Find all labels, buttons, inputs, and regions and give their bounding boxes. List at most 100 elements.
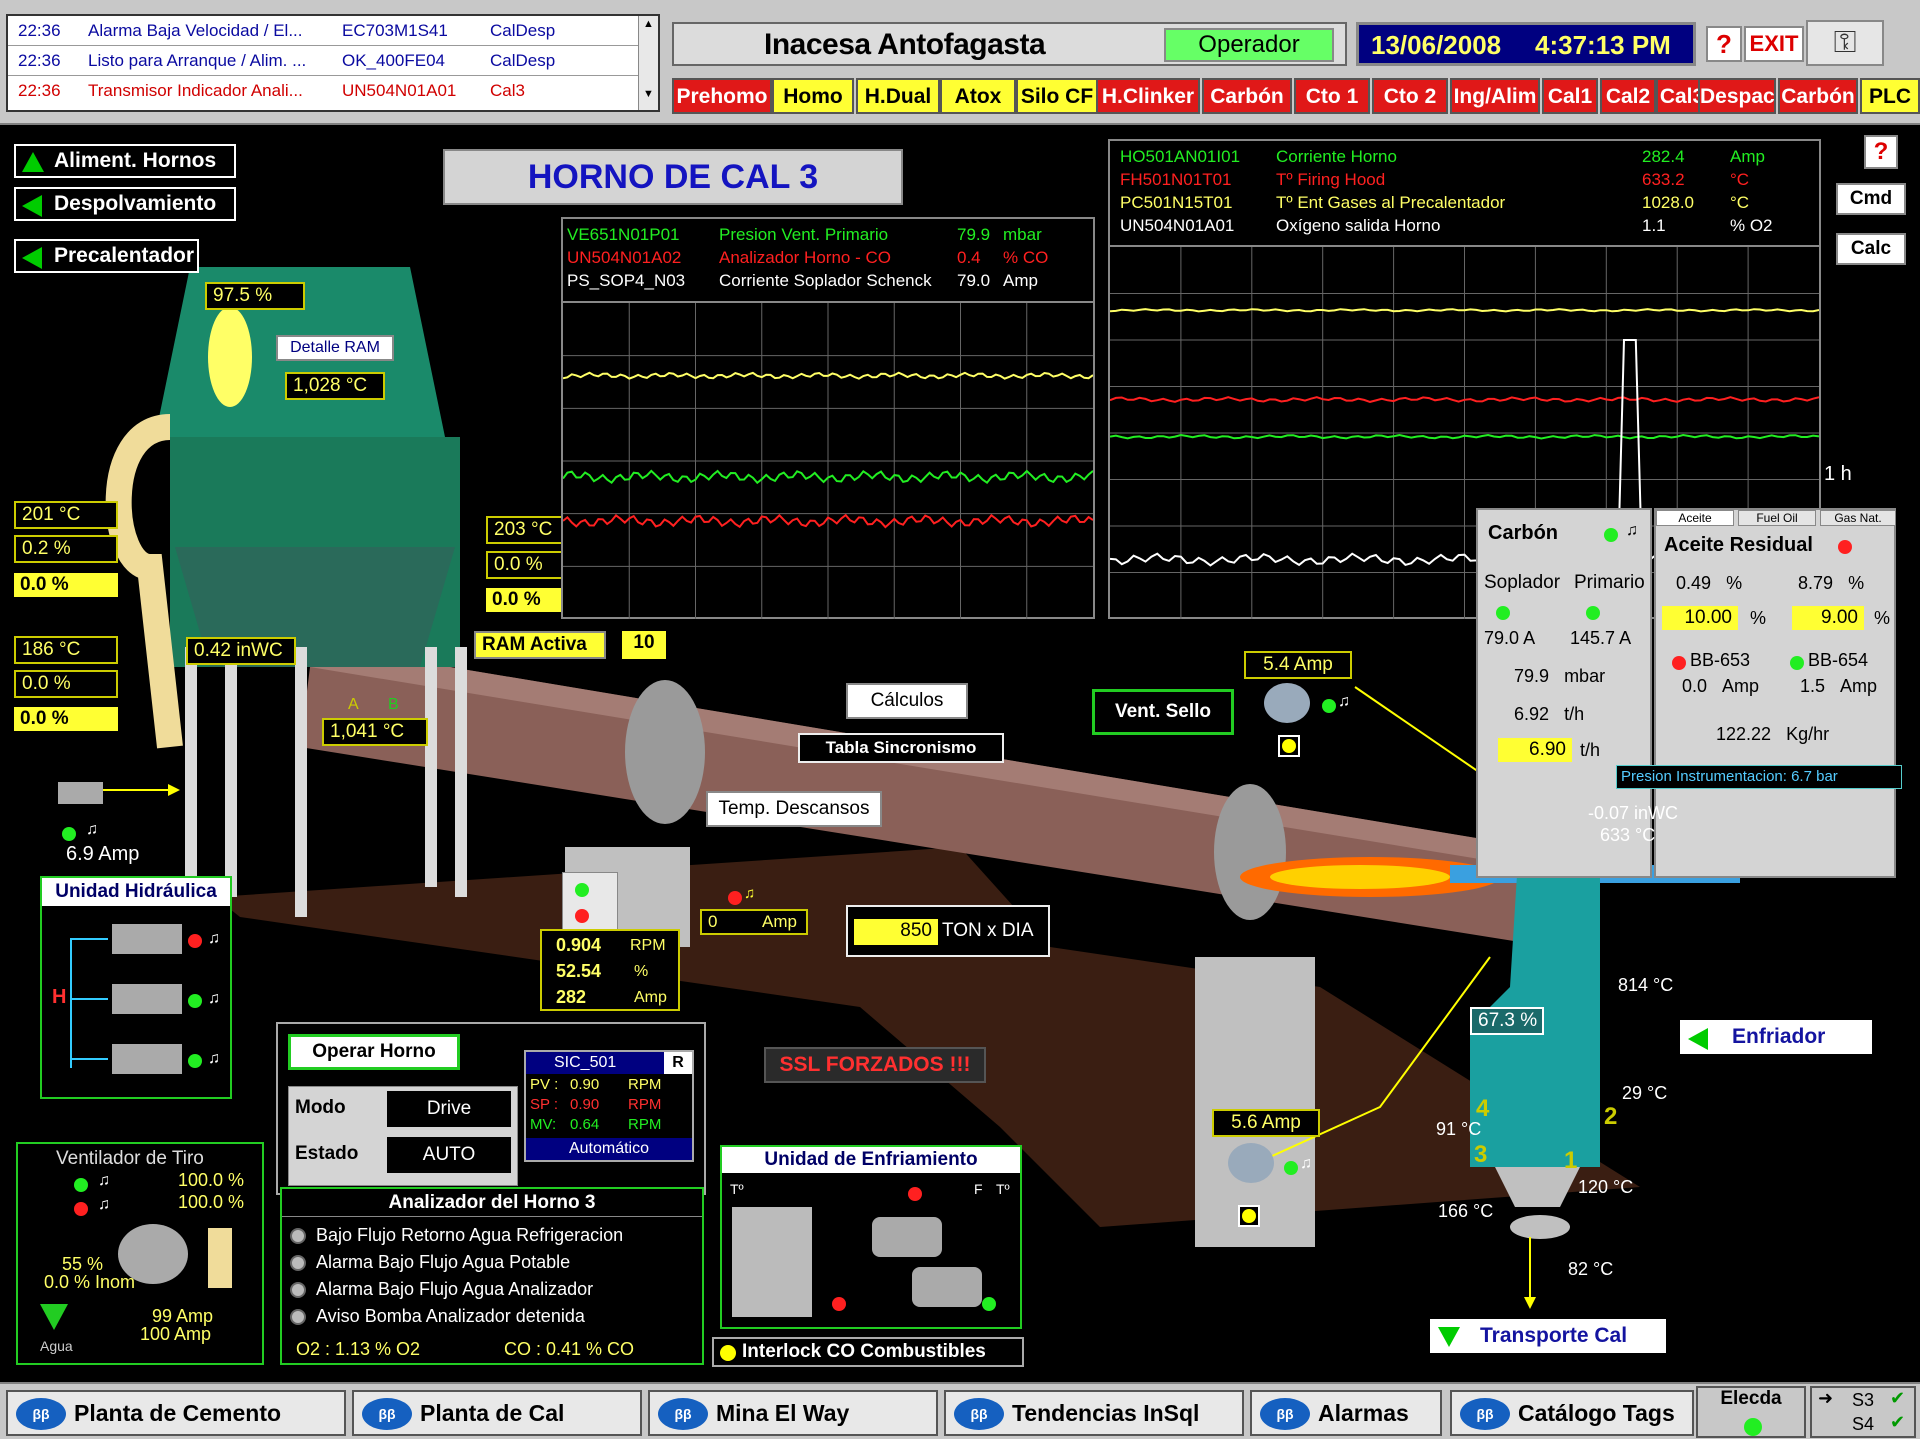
nav-despac[interactable]: Despac — [1698, 78, 1776, 114]
nav-ing-alim[interactable]: Ing/Alim — [1450, 78, 1540, 114]
small-trend-plot[interactable] — [562, 301, 1094, 619]
calc-button[interactable]: Calc — [1836, 233, 1906, 265]
interlock-co-button[interactable]: Interlock CO Combustibles — [712, 1337, 1024, 1367]
vent-sello-button[interactable]: Vent. Sello — [1092, 689, 1234, 735]
trend-desc: Tº Firing Hood — [1276, 170, 1386, 189]
nav-carb-n[interactable]: Carbón — [1202, 78, 1292, 114]
alarm-row[interactable]: 22:36 Listo para Arranque / Alim. ... OK… — [8, 46, 638, 76]
soplador-label: Soplador — [1484, 572, 1561, 593]
seal-fan-icon[interactable] — [1264, 683, 1310, 723]
alarm-list[interactable]: 22:36 Alarma Baja Velocidad / El... EC70… — [6, 14, 660, 112]
draft-fan-icon[interactable] — [118, 1224, 188, 1284]
trend-unit: mbar — [1003, 225, 1042, 244]
alarm-scrollbar[interactable]: ▲ ▼ — [638, 16, 658, 110]
amp-value: 282 — [556, 987, 587, 1007]
th-setpoint-input[interactable]: 6.90 — [1498, 738, 1572, 762]
precalentador-button[interactable]: Precalentador — [14, 239, 199, 273]
estado-value[interactable]: AUTO — [387, 1137, 511, 1173]
ventilador-panel[interactable]: Ventilador de Tiro 100.0 % 100.0 % ♫ ♫ 5… — [16, 1142, 264, 1365]
ram-activa-label: RAM Activa — [474, 631, 606, 659]
trend-span-label: 1 h — [1824, 463, 1852, 485]
ventilador-pct: 55 % — [62, 1254, 104, 1274]
cooling-pump-icon[interactable] — [912, 1267, 982, 1307]
transporte-cal-button[interactable]: Transporte Cal — [1430, 1319, 1666, 1353]
status-dot — [575, 883, 589, 897]
alarm-row[interactable]: 22:36 Transmisor Indicador Anali... UN50… — [8, 76, 638, 106]
nav-atox[interactable]: Atox — [940, 78, 1016, 114]
help-button-2[interactable]: ? — [1864, 135, 1898, 169]
alarm-item-label: Aviso Bomba Analizador detenida — [316, 1306, 585, 1326]
modo-value[interactable]: Drive — [387, 1091, 511, 1127]
enfriamiento-title: Unidad de Enfriamiento — [722, 1147, 1020, 1173]
aceite-setpoint-2[interactable]: 9.00 — [1792, 606, 1864, 630]
nav-cal1[interactable]: Cal1 — [1542, 78, 1598, 114]
ventilador-v2: 100.0 % — [178, 1192, 245, 1212]
tab-gas-nat[interactable]: Gas Nat. — [1820, 510, 1896, 526]
elecda-indicator[interactable]: Elecda — [1696, 1386, 1806, 1438]
sic-controller[interactable]: SIC_501 R PV : 0.90 RPM SP : 0.90 RPM MV… — [524, 1050, 694, 1162]
analizador-panel[interactable]: Analizador del Horno 3 Bajo Flujo Retorn… — [280, 1187, 704, 1365]
cooling-pump-icon[interactable] — [872, 1217, 942, 1257]
ssl-forzados-alert[interactable]: SSL FORZADOS !!! — [764, 1047, 986, 1083]
signal-line — [1269, 956, 1491, 1158]
analizador-o2: O2 : 1.13 % O2 — [296, 1339, 421, 1359]
despolvamiento-button[interactable]: Despolvamiento — [14, 187, 236, 221]
cmd-button[interactable]: Cmd — [1836, 183, 1906, 215]
nav-plc[interactable]: PLC — [1860, 78, 1920, 114]
nav-cto-1[interactable]: Cto 1 — [1294, 78, 1370, 114]
time-display: 4:37:13 PM — [1535, 30, 1671, 60]
bell-icon: ♫ — [98, 1196, 110, 1213]
nav-cto-2[interactable]: Cto 2 — [1372, 78, 1448, 114]
hidraulica-h: H — [52, 986, 67, 1008]
scroll-up-icon[interactable]: ▲ — [643, 18, 654, 30]
nav-prehomo[interactable]: Prehomo — [672, 78, 772, 114]
support-leg — [295, 647, 307, 917]
key-icon[interactable]: ⚿ — [1806, 20, 1884, 66]
tab-aceite[interactable]: Aceite — [1656, 510, 1734, 526]
pump-icon[interactable] — [112, 924, 182, 954]
help-button[interactable]: ? — [1706, 26, 1742, 62]
pump-icon[interactable] — [112, 1044, 182, 1074]
heat-exchanger-icon[interactable] — [732, 1207, 812, 1317]
page-title: HORNO DE CAL 3 — [443, 149, 903, 205]
pump-icon[interactable] — [112, 984, 182, 1014]
scroll-down-icon[interactable]: ▼ — [643, 88, 654, 100]
detalle-ram-button[interactable]: Detalle RAM — [276, 335, 394, 361]
tabla-sincronismo-button[interactable]: Tabla Sincronismo — [798, 733, 1004, 763]
nav-silo-cf[interactable]: Silo CF — [1016, 78, 1098, 114]
nav-carb-n[interactable]: Carbón — [1778, 78, 1858, 114]
temp-descansos-button[interactable]: Temp. Descansos — [706, 791, 882, 827]
exit-button[interactable]: EXIT — [1744, 26, 1804, 62]
nav-h-clinker[interactable]: H.Clinker — [1096, 78, 1200, 114]
enfriamiento-panel[interactable]: Unidad de Enfriamiento Tº F Tº — [720, 1145, 1022, 1329]
nav-cal2[interactable]: Cal2 — [1600, 78, 1656, 114]
alarm-row[interactable]: 22:36 Alarma Baja Velocidad / El... EC70… — [8, 16, 638, 46]
aceite-setpoint-1[interactable]: 10.00 — [1662, 606, 1738, 630]
trend-desc: Tº Ent Gases al Precalentador — [1276, 193, 1506, 212]
status-dot — [74, 1202, 88, 1216]
tab-fuel-oil[interactable]: Fuel Oil — [1738, 510, 1816, 526]
operar-horno-button[interactable]: Operar Horno — [288, 1034, 460, 1070]
hidraulica-panel[interactable]: Unidad Hidráulica H ♫ ♫ ♫ — [40, 876, 232, 1099]
trend-trace — [1109, 396, 1820, 403]
ton-value[interactable]: 850 — [854, 919, 938, 945]
pct-unit: % — [634, 963, 649, 980]
aliment-hornos-button[interactable]: Aliment. Hornos — [14, 144, 236, 178]
sic-remote[interactable]: R — [664, 1052, 692, 1074]
fan-icon[interactable] — [1228, 1143, 1274, 1183]
burner-temp: 633 °C — [1600, 825, 1656, 845]
calculos-button[interactable]: Cálculos — [846, 683, 968, 719]
enfriador-button[interactable]: Enfriador — [1680, 1020, 1872, 1054]
primario-label: Primario — [1574, 572, 1645, 593]
nav-homo[interactable]: Homo — [772, 78, 854, 114]
role-indicator[interactable]: Operador — [1164, 28, 1334, 62]
trend-unit: °C — [1730, 170, 1750, 189]
nav-h-dual[interactable]: H.Dual — [856, 78, 940, 114]
